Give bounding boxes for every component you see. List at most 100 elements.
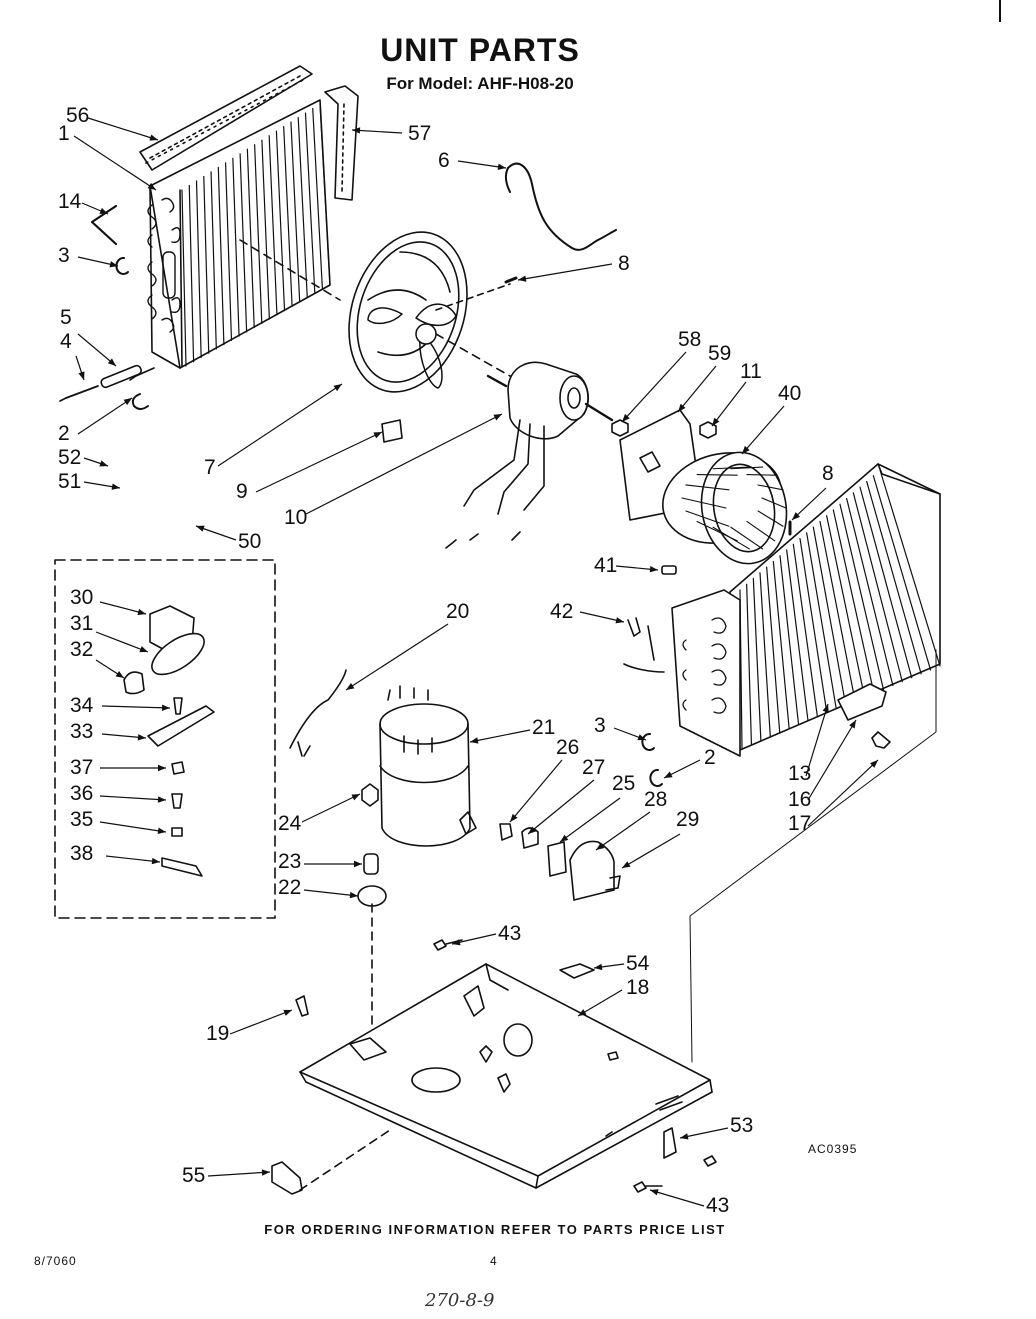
leader-line-34 bbox=[101, 705, 171, 709]
leader-arrow-52 bbox=[99, 460, 108, 467]
leader-line-59 bbox=[677, 365, 717, 413]
callout-42: 42 bbox=[550, 600, 573, 623]
callout-33: 33 bbox=[70, 720, 93, 743]
gasket-strip-56 bbox=[139, 65, 313, 171]
callout-18: 18 bbox=[626, 976, 649, 999]
leader-arrow-30 bbox=[137, 608, 146, 616]
leader-arrow-2b bbox=[664, 771, 673, 778]
leader-arrow-3a bbox=[109, 261, 118, 268]
bracket-54 bbox=[559, 963, 595, 979]
leader-line-5 bbox=[77, 333, 117, 367]
leader-arrow-4 bbox=[78, 371, 85, 380]
leader-arrow-19 bbox=[283, 1009, 292, 1016]
callout-27: 27 bbox=[582, 756, 605, 779]
callout-30: 30 bbox=[70, 586, 93, 609]
leader-arrow-20 bbox=[346, 682, 355, 690]
leader-line-57 bbox=[351, 129, 403, 134]
leader-arrow-38 bbox=[151, 857, 160, 865]
callout-20: 20 bbox=[446, 600, 469, 623]
leader-arrow-9 bbox=[373, 432, 382, 439]
bracket-33 bbox=[147, 705, 215, 747]
leader-line-25 bbox=[559, 797, 621, 843]
leader-line-11 bbox=[711, 381, 747, 427]
callout-1: 1 bbox=[58, 122, 70, 145]
leader-arrow-31 bbox=[139, 646, 148, 653]
leader-line-35 bbox=[99, 821, 167, 833]
leader-line-38 bbox=[105, 855, 161, 863]
leader-line-20 bbox=[345, 623, 449, 691]
callout-58: 58 bbox=[678, 328, 701, 351]
leader-line-17 bbox=[807, 759, 879, 827]
ordering-note: FOR ORDERING INFORMATION REFER TO PARTS … bbox=[264, 1222, 726, 1237]
leader-line-36 bbox=[99, 795, 167, 801]
leader-line-7 bbox=[217, 383, 343, 467]
evaporator-coil-13 bbox=[671, 463, 941, 757]
callout-51: 51 bbox=[58, 470, 81, 493]
callout-50: 50 bbox=[238, 530, 261, 553]
page-title: UNIT PARTS bbox=[380, 32, 580, 68]
callout-32: 32 bbox=[70, 638, 93, 661]
screw-43b bbox=[633, 1181, 663, 1193]
callout-54: 54 bbox=[626, 952, 650, 975]
leader-line-55 bbox=[207, 1171, 271, 1177]
callout-37: 37 bbox=[70, 756, 93, 779]
callout-57: 57 bbox=[408, 122, 431, 145]
leader-line-27 bbox=[527, 779, 595, 835]
leader-arrow-58 bbox=[622, 413, 630, 422]
leader-line-31 bbox=[95, 631, 149, 653]
callout-21: 21 bbox=[532, 716, 555, 739]
leader-arrow-27 bbox=[528, 826, 537, 834]
leader-arrow-23 bbox=[354, 860, 362, 868]
leader-arrow-22 bbox=[349, 891, 358, 899]
callout-3a: 3 bbox=[58, 244, 70, 267]
leader-arrow-26 bbox=[510, 813, 518, 822]
callout-19: 19 bbox=[206, 1022, 229, 1045]
callout-16: 16 bbox=[788, 788, 811, 811]
callout-4: 4 bbox=[60, 330, 72, 353]
leader-arrow-40 bbox=[742, 445, 750, 454]
clip-29 bbox=[605, 875, 621, 891]
clip-14 bbox=[90, 204, 118, 246]
leader-line-43b bbox=[649, 1189, 705, 1207]
nut-58 bbox=[611, 419, 629, 437]
leader-arrow-25 bbox=[560, 834, 569, 842]
bracket-9 bbox=[381, 419, 403, 443]
leader-arrow-13 bbox=[822, 704, 829, 713]
callout-25: 25 bbox=[612, 772, 635, 795]
callout-24: 24 bbox=[278, 812, 302, 835]
leader-arrow-55 bbox=[261, 1169, 270, 1176]
leader-line-13 bbox=[805, 703, 829, 777]
ring-3 bbox=[115, 256, 129, 275]
tube-6 bbox=[507, 162, 617, 251]
leader-arrow-18 bbox=[578, 1009, 587, 1016]
leader-arrow-5 bbox=[107, 358, 116, 366]
leader-arrow-37 bbox=[158, 764, 166, 772]
callout-13: 13 bbox=[788, 762, 811, 785]
callout-41: 41 bbox=[594, 554, 617, 577]
callout-7: 7 bbox=[204, 456, 216, 479]
callout-14: 14 bbox=[58, 190, 82, 213]
leader-arrow-16 bbox=[849, 720, 856, 729]
callout-35: 35 bbox=[70, 808, 93, 831]
leader-arrow-42 bbox=[615, 617, 624, 624]
doc-number: 8/7060 bbox=[34, 1254, 77, 1268]
sleeve-5 bbox=[100, 364, 142, 389]
leader-arrow-29 bbox=[622, 861, 631, 868]
callout-53: 53 bbox=[730, 1114, 753, 1137]
capacitor-31 bbox=[151, 632, 205, 676]
callout-8a: 8 bbox=[618, 252, 630, 275]
spacer-23 bbox=[363, 853, 379, 875]
callout-3b: 3 bbox=[594, 714, 606, 737]
leader-arrow-28 bbox=[596, 842, 605, 850]
leader-line-56 bbox=[87, 117, 159, 141]
callout-23: 23 bbox=[278, 850, 301, 873]
terminal-cover-28 bbox=[569, 840, 615, 901]
leader-line-2a bbox=[77, 397, 133, 435]
leader-line-26 bbox=[509, 759, 563, 823]
leader-arrow-43b bbox=[650, 1189, 659, 1196]
callout-55: 55 bbox=[182, 1164, 205, 1187]
fan-shroud-7 bbox=[348, 231, 468, 393]
leader-line-16 bbox=[807, 719, 857, 801]
callout-40: 40 bbox=[778, 382, 801, 405]
